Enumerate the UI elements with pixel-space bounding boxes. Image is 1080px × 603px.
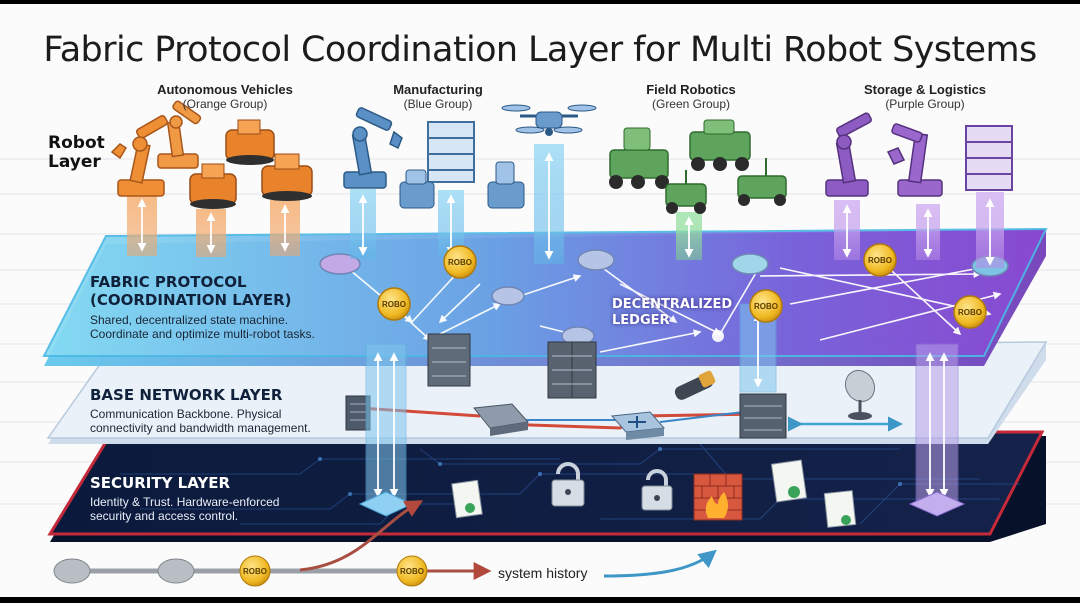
group-name: Manufacturing — [393, 82, 483, 97]
token-label: ROBO — [958, 308, 982, 317]
certificate-icon-3 — [823, 490, 857, 528]
ledger-label-line2: LEDGER — [612, 313, 670, 328]
security-layer-title: SECURITY LAYER — [90, 474, 231, 492]
certificate-icon — [451, 479, 483, 519]
base-desc-line2: connectivity and bandwidth management. — [90, 421, 311, 435]
base-layer-title: BASE NETWORK LAYER — [90, 386, 283, 404]
security-desc-line1: Identity & Trust. Hardware-enforced — [90, 495, 280, 509]
purple-robot-arm-icon — [825, 112, 872, 197]
token-label: ROBO — [868, 256, 892, 265]
purple-shelf-unit-icon — [965, 125, 1013, 191]
fabric-layer-desc: Shared, decentralized state machine. Coo… — [90, 313, 315, 341]
purple-robot-arm-icon-2 — [886, 123, 943, 197]
storage-server-icon — [739, 393, 787, 439]
fiber-cable-icon — [674, 370, 716, 400]
robot-layer-label: Robot Layer — [48, 133, 105, 172]
fabric-desc-line2: Coordinate and optimize multi-robot task… — [90, 327, 315, 341]
layer-columns — [358, 303, 966, 517]
fabric-title-line2: (COORDINATION LAYER) — [90, 291, 292, 309]
orange-delivery-bot-icon-3 — [261, 153, 313, 201]
robo-token-icon: ROBO — [749, 289, 783, 323]
group-sub: (Orange Group) — [182, 97, 268, 111]
blue-mobile-robot-icon — [399, 169, 435, 209]
token-label: ROBO — [243, 567, 267, 576]
group-label-field-robotics: Field Robotics (Green Group) — [591, 82, 791, 112]
security-layer-desc: Identity & Trust. Hardware-enforced secu… — [90, 495, 279, 523]
security-desc-line2: security and access control. — [90, 509, 239, 523]
padlock-icon-2 — [641, 469, 673, 511]
token-label: ROBO — [400, 567, 424, 576]
page-title: Fabric Protocol Coordination Layer for M… — [43, 30, 1037, 70]
router-icon — [610, 411, 666, 440]
blue-shelf-unit-icon — [427, 121, 475, 183]
fabric-title-line1: FABRIC PROTOCOL — [90, 273, 247, 291]
base-layer-desc: Communication Backbone. Physical connect… — [90, 407, 311, 435]
green-rover-icon-4 — [737, 158, 787, 206]
group-label-storage-logistics: Storage & Logistics (Purple Group) — [825, 82, 1025, 112]
fabric-layer-title: FABRIC PROTOCOL (COORDINATION LAYER) — [90, 273, 292, 309]
robo-token-icon: ROBO — [863, 243, 897, 277]
robot-beams — [127, 144, 1004, 268]
token-label: ROBO — [382, 300, 406, 309]
robo-token-icon: ROBO — [443, 245, 477, 279]
orange-delivery-bot-icon-2 — [189, 163, 237, 209]
ledger-label: DECENTRALIZED LEDGER — [612, 297, 732, 329]
diagram-artwork: ROBO ROBO ROBO ROBO ROBO ROBO R — [0, 100, 1080, 587]
security-layer-slab — [47, 430, 1046, 542]
fabric-server-icon-left — [427, 333, 471, 387]
satellite-dish-icon — [844, 369, 876, 420]
blue-robot-arm-icon — [343, 107, 403, 189]
robo-token-icon: ROBO — [953, 295, 987, 329]
blue-mobile-robot-icon-2 — [487, 161, 525, 209]
drone-icon — [501, 104, 597, 136]
orange-robot-arm-icon — [110, 115, 169, 197]
green-rover-icon-3 — [665, 170, 707, 214]
system-history-label: system history — [498, 565, 588, 581]
group-sub: (Blue Group) — [403, 97, 473, 111]
robo-token-icon: ROBO — [377, 287, 411, 321]
group-name: Autonomous Vehicles — [157, 82, 293, 97]
group-label-autonomous-vehicles: Autonomous Vehicles (Orange Group) — [125, 82, 325, 112]
system-history-chain: ROBO ROBO — [53, 500, 717, 587]
group-name: Storage & Logistics — [863, 82, 987, 97]
ledger-label-line1: DECENTRALIZED — [612, 297, 733, 312]
network-switch-icon — [473, 403, 529, 436]
green-rover-icon-2 — [689, 119, 751, 171]
group-sub: (Purple Group) — [885, 97, 965, 111]
token-label: ROBO — [448, 258, 472, 267]
base-desc-line1: Communication Backbone. Physical — [90, 407, 282, 421]
firewall-icon — [693, 473, 743, 521]
fabric-server-icon-center — [547, 341, 597, 399]
diagram-canvas: ROBO ROBO ROBO ROBO ROBO ROBO R — [0, 4, 1080, 597]
certificate-icon-2 — [770, 459, 808, 503]
fabric-layer-slab — [42, 227, 1048, 399]
token-label: ROBO — [754, 302, 778, 311]
group-sub: (Green Group) — [651, 97, 731, 111]
orange-robot-arm-icon-2 — [157, 100, 202, 169]
green-rover-icon — [609, 127, 669, 189]
group-name: Field Robotics — [646, 82, 736, 97]
group-label-manufacturing: Manufacturing (Blue Group) — [338, 82, 538, 112]
fabric-desc-line1: Shared, decentralized state machine. — [90, 313, 289, 327]
padlock-icon — [551, 462, 585, 507]
orange-delivery-bot-icon — [225, 119, 275, 165]
